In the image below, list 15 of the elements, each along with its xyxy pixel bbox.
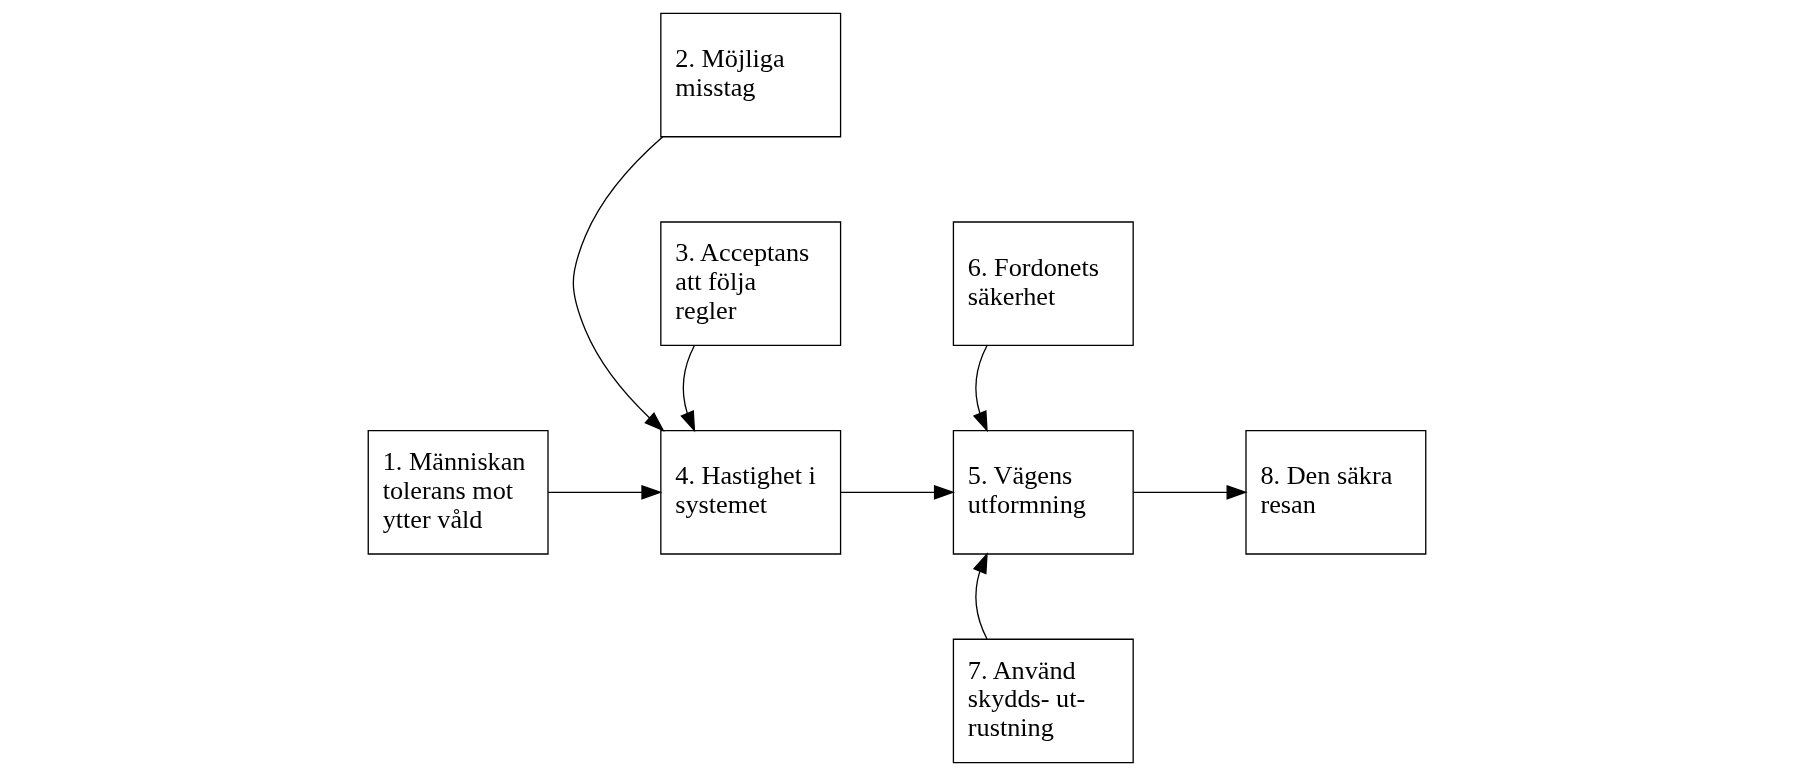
node-box: 6. Fordonets säkerhet — [952, 221, 1134, 346]
arrow — [839, 484, 955, 500]
node-box: 4. Hastighet i systemet — [659, 430, 841, 555]
node-box: 3. Acceptans att följa regler — [659, 221, 841, 346]
arrow — [1132, 484, 1247, 500]
arrow — [572, 136, 665, 432]
arrow — [546, 484, 662, 500]
arrow — [679, 344, 695, 433]
node-box: 2. Möjliga misstag — [659, 12, 841, 138]
arrow — [972, 344, 988, 433]
node-box: 8. Den säkra resan — [1244, 430, 1426, 555]
node-box: 7. Använd skydds- ut- rustning — [952, 638, 1134, 764]
node-box: 1. Människan tolerans mot ytter våld — [367, 430, 549, 555]
node-box: 5. Vägens utformning — [952, 430, 1134, 555]
arrow — [972, 552, 988, 640]
